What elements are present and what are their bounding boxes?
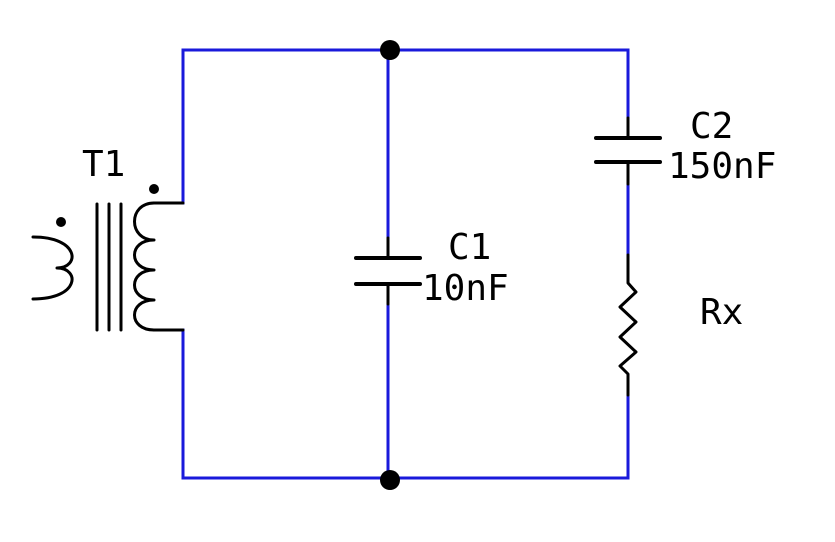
c2-label: C2 [690,106,733,147]
junction-top [380,40,400,60]
rx-label: Rx [700,292,743,333]
c2-value: 150nF [668,146,776,187]
resistor-rx [618,253,638,397]
t1-primary-coil [31,235,74,301]
t1-secondary-dot [149,184,159,194]
c1-label: C1 [448,227,491,268]
t1-label: T1 [82,144,125,185]
capacitor-c2 [594,116,662,186]
capacitor-c1 [354,236,422,306]
junction-bottom [380,470,400,490]
transformer-t1 [31,184,185,332]
t1-primary-dot [56,217,66,227]
rx-zigzag [618,253,638,397]
t1-secondary-coil [133,201,156,332]
wires [181,48,630,480]
c1-value: 10nF [422,268,509,309]
